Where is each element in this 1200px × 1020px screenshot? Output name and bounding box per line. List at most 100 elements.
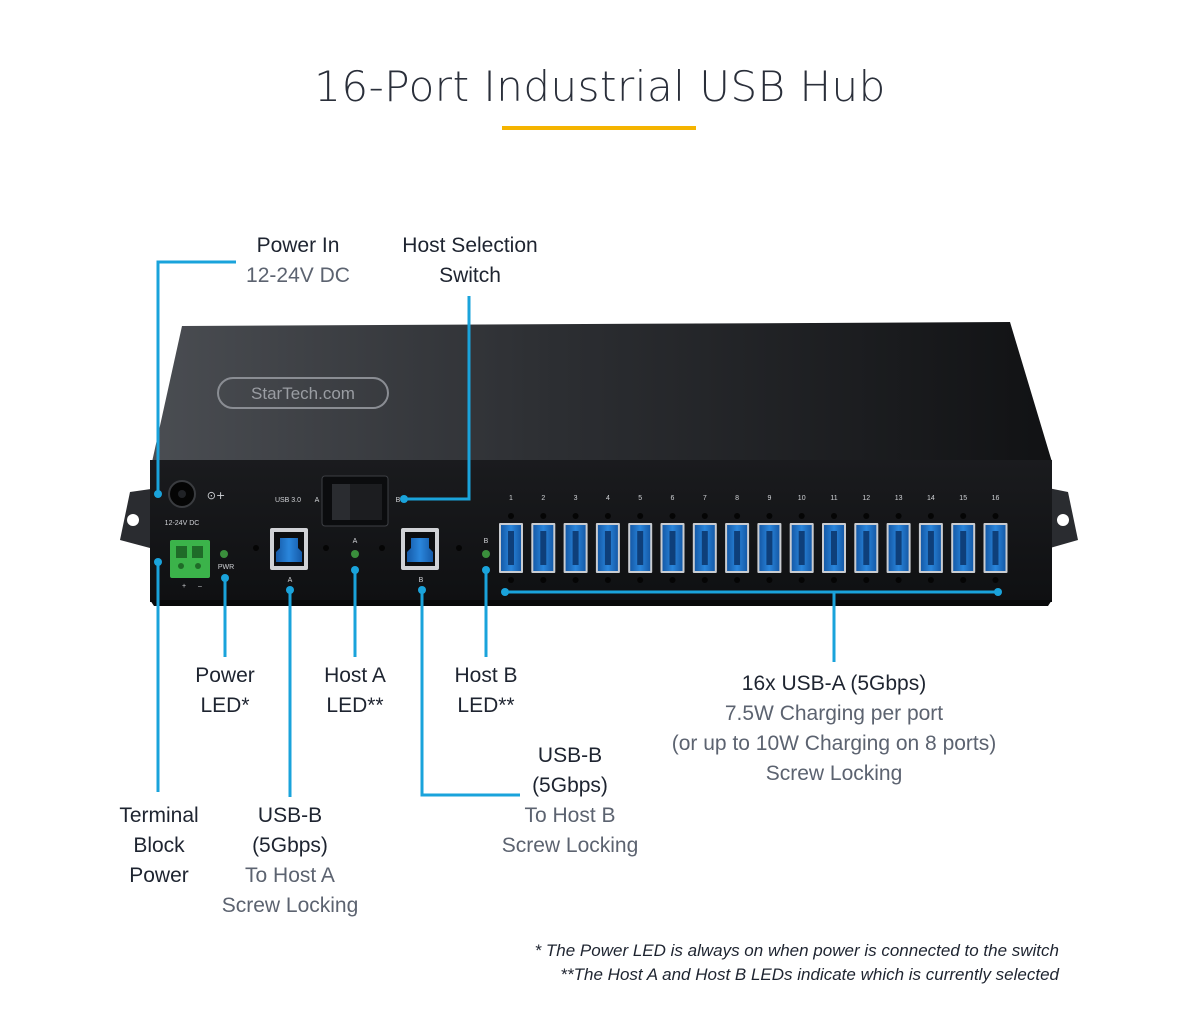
callout-host-switch-line2: Switch: [439, 264, 501, 287]
usb-a-screw-hole: [669, 513, 676, 519]
callout-host-a-led: Host A LED**: [310, 661, 400, 721]
usb-a-port-tongue: [508, 531, 514, 565]
led-b-label: B: [484, 538, 489, 545]
port-a-label: A: [288, 577, 293, 584]
usb-a-port-number: 15: [959, 495, 967, 502]
callout-host-switch: Host Selection Switch: [380, 231, 560, 291]
callout-usb-b-host-a: USB-B (5Gbps) To Host A Screw Locking: [210, 801, 370, 921]
callout-power-in-sub: 12-24V DC: [246, 264, 350, 287]
usb-a-port-number: 16: [992, 495, 1000, 502]
usb-a-port-tongue: [669, 531, 676, 565]
usb-a-screw-hole: [895, 577, 902, 583]
callout-usb-b-a-line2: (5Gbps): [252, 834, 328, 857]
usb-a-screw-hole: [734, 513, 741, 519]
usb-a-screw-hole: [604, 577, 611, 583]
callout-usb-b-b-sub1: To Host B: [524, 804, 616, 827]
callout-usb-b-a-sub2: Screw Locking: [221, 894, 359, 917]
polarity-icon: ⊙+: [207, 489, 225, 502]
usb-a-port-number: 14: [927, 495, 935, 502]
usb-a-port-tongue: [927, 531, 934, 565]
page-title: 16-Port Industrial USB Hub: [314, 62, 886, 111]
chassis-top: [152, 322, 1052, 462]
usb-a-screw-hole: [992, 577, 999, 583]
usb-a-port-number: 8: [735, 495, 739, 502]
callout-host-a-led-line1: Host A: [324, 664, 386, 687]
usb-a-port-number: 4: [606, 495, 610, 502]
usb-a-screw-hole: [927, 577, 934, 583]
usb-a-port-number: 13: [895, 495, 903, 502]
usb-a-screw-hole: [927, 513, 934, 519]
usb-a-port-tongue: [572, 531, 579, 565]
mount-ear-left: [120, 488, 158, 548]
usb-a-screw-hole: [701, 577, 708, 583]
usb3-label: USB 3.0: [275, 497, 301, 504]
usb-a-port-number: 12: [862, 495, 870, 502]
led-a-label: A: [353, 538, 358, 545]
usb-a-port-tongue: [766, 531, 773, 565]
usb-a-screw-hole: [572, 513, 579, 519]
usb-a-screw-hole: [766, 577, 773, 583]
footnote-power-led: * The Power LED is always on when power …: [534, 941, 1059, 960]
callout-host-b-led: Host B LED**: [441, 661, 531, 721]
brand-logo-plate: [217, 377, 389, 409]
usb-a-port-number: 6: [671, 495, 675, 502]
switch-label-a: A: [315, 497, 320, 504]
usb-a-port-tongue: [960, 531, 967, 565]
callout-host-b-led-line2: LED**: [457, 694, 515, 717]
usb-a-screw-hole: [863, 577, 870, 583]
terminal-block: [170, 540, 210, 578]
usb-a-screw-hole: [637, 577, 644, 583]
usb-a-port-tongue: [637, 531, 644, 565]
usb-a-port-tongue: [734, 531, 741, 565]
callout-host-switch-line1: Host Selection: [402, 234, 538, 257]
usb-a-port-number: 11: [830, 495, 837, 502]
usb-a-port-number: 3: [574, 495, 578, 502]
power-led: [220, 550, 228, 558]
callout-terminal-line2: Block: [133, 834, 185, 857]
callout-usb-a-sub1: 7.5W Charging per port: [724, 702, 944, 725]
usb-a-screw-hole: [992, 513, 999, 519]
usb-a-port-tongue: [798, 531, 805, 565]
usb-a-screw-hole: [540, 513, 547, 519]
callout-usb-b-host-b: USB-B (5Gbps) To Host B Screw Locking: [490, 741, 650, 861]
port-b-label: B: [419, 577, 424, 584]
usb-a-screw-hole: [572, 577, 579, 583]
callout-power-led-line1: Power: [195, 664, 255, 687]
usb-a-screw-hole: [960, 513, 967, 519]
callout-line-host-switch: [404, 296, 471, 501]
brand-logo: StarTech.com: [251, 384, 355, 403]
usb-a-port-tongue: [831, 531, 837, 565]
callout-usb-a-title: 16x USB-A (5Gbps): [741, 672, 927, 695]
pwr-label: PWR: [218, 564, 234, 571]
callout-usb-a-ports: 16x USB-A (5Gbps) 7.5W Charging per port…: [634, 669, 1034, 789]
usb-a-screw-hole: [895, 513, 902, 519]
usb-a-screw-hole: [798, 577, 805, 583]
callout-power-led: Power LED*: [180, 661, 270, 721]
callout-usb-b-b-sub2: Screw Locking: [501, 834, 639, 857]
title-underline: [502, 126, 696, 130]
host-b-led: [482, 550, 490, 558]
callout-usb-b-a-line1: USB-B: [257, 804, 323, 827]
usb-a-port-tongue: [863, 531, 870, 565]
terminal-plus-label: +: [182, 583, 186, 590]
usb-a-screw-hole: [508, 577, 514, 583]
usb-a-screw-hole: [540, 577, 547, 583]
usb-a-screw-hole: [508, 513, 514, 519]
usb-a-port-number: 2: [541, 495, 545, 502]
usb-a-screw-hole: [798, 513, 805, 519]
mount-hole-right: [1057, 514, 1069, 526]
callout-line-usb-b-b: [420, 590, 520, 797]
usb-a-port-tongue: [992, 531, 999, 565]
usb-a-port-tongue: [540, 531, 547, 565]
callout-host-b-led-line1: Host B: [454, 664, 518, 687]
callout-terminal-line3: Power: [129, 864, 189, 887]
callout-terminal-block: Terminal Block Power: [104, 801, 214, 891]
usb-a-port-number: 1: [509, 495, 513, 502]
callout-usb-a-sub3: Screw Locking: [765, 762, 903, 785]
host-a-led: [351, 550, 359, 558]
callout-usb-b-a-sub1: To Host A: [245, 864, 335, 887]
usb-a-screw-hole: [637, 513, 644, 519]
terminal-minus-label: –: [198, 583, 202, 590]
usb-a-screw-hole: [960, 577, 967, 583]
usb-a-port-number: 10: [798, 495, 806, 502]
